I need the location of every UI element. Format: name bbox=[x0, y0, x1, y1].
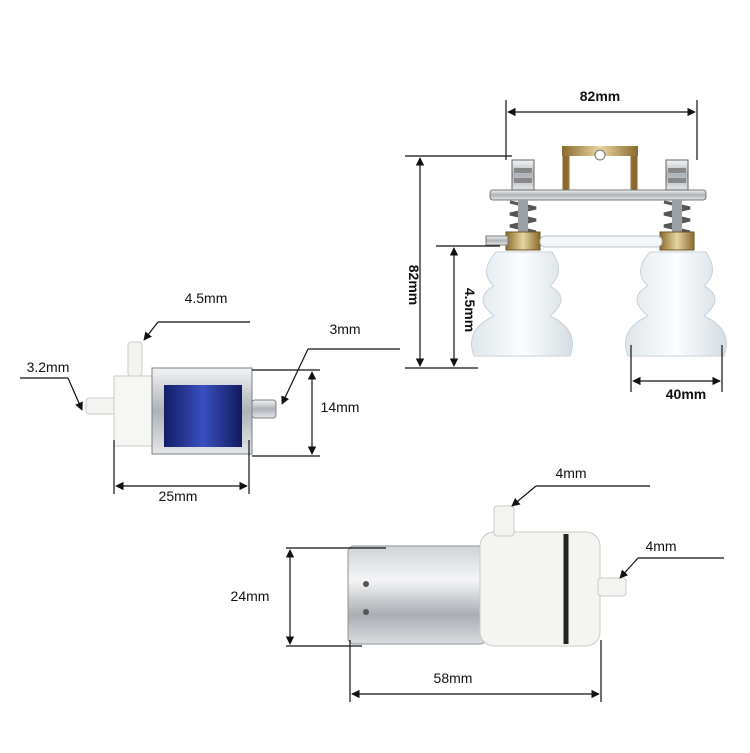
pump-top-port-dimension: 4mm bbox=[511, 465, 650, 507]
cup-diameter-label: 40mm bbox=[666, 386, 706, 402]
pump-length-dimension: 58mm bbox=[349, 640, 602, 702]
pump-top-port-label: 4mm bbox=[555, 465, 586, 481]
solenoid-valve: 4.5mm 3.2mm 3mm 14mm 25mm bbox=[20, 290, 400, 504]
pump-length-label: 58mm bbox=[434, 670, 473, 686]
mini-air-pump: 4mm 4mm 24mm 58mm bbox=[231, 465, 724, 702]
gripper-height-dimension: 82mm bbox=[405, 155, 512, 369]
cup-height-label: 4.5mm bbox=[462, 288, 478, 332]
pump-side-port bbox=[597, 577, 627, 597]
left-post bbox=[485, 159, 541, 251]
right-post bbox=[659, 159, 695, 251]
valve-coil bbox=[164, 385, 242, 447]
valve-top-port-dimension: 4.5mm bbox=[143, 290, 250, 341]
valve-stem-label: 3mm bbox=[329, 321, 360, 337]
valve-stem-dimension: 3mm bbox=[281, 321, 400, 405]
gripper-width-label: 82mm bbox=[580, 88, 620, 104]
pump-top-port bbox=[493, 505, 515, 537]
left-suction-cup bbox=[471, 251, 573, 357]
valve-top-port bbox=[127, 341, 143, 377]
valve-length-dimension: 25mm bbox=[113, 440, 250, 504]
gripper-width-dimension: 82mm bbox=[505, 88, 698, 160]
pump-motor bbox=[347, 545, 487, 645]
pump-diameter-dimension: 24mm bbox=[231, 547, 386, 647]
valve-length-label: 25mm bbox=[159, 488, 198, 504]
pump-side-port-label: 4mm bbox=[645, 538, 676, 554]
valve-height-label: 14mm bbox=[321, 399, 360, 415]
cup-diameter-dimension: 40mm bbox=[630, 345, 723, 402]
suction-gripper: 82mm 82mm 4.5mm 40mm bbox=[405, 88, 727, 402]
pump-head bbox=[479, 531, 601, 647]
gripper-bracket bbox=[562, 146, 638, 200]
gripper-height-label: 82mm bbox=[406, 265, 422, 305]
pump-side-port-dimension: 4mm bbox=[619, 538, 724, 579]
valve-side-port-label: 3.2mm bbox=[27, 359, 70, 375]
valve-side-port-dimension: 3.2mm bbox=[20, 359, 83, 411]
valve-height-dimension: 14mm bbox=[252, 369, 360, 457]
valve-side-port bbox=[85, 397, 119, 415]
gripper-crossbar bbox=[489, 189, 707, 201]
pump-diameter-label: 24mm bbox=[231, 588, 270, 604]
valve-stem bbox=[251, 399, 277, 419]
valve-top-port-label: 4.5mm bbox=[185, 290, 228, 306]
connecting-tube bbox=[539, 235, 663, 248]
right-suction-cup bbox=[625, 251, 727, 357]
cup-height-dimension: 4.5mm bbox=[436, 245, 500, 367]
